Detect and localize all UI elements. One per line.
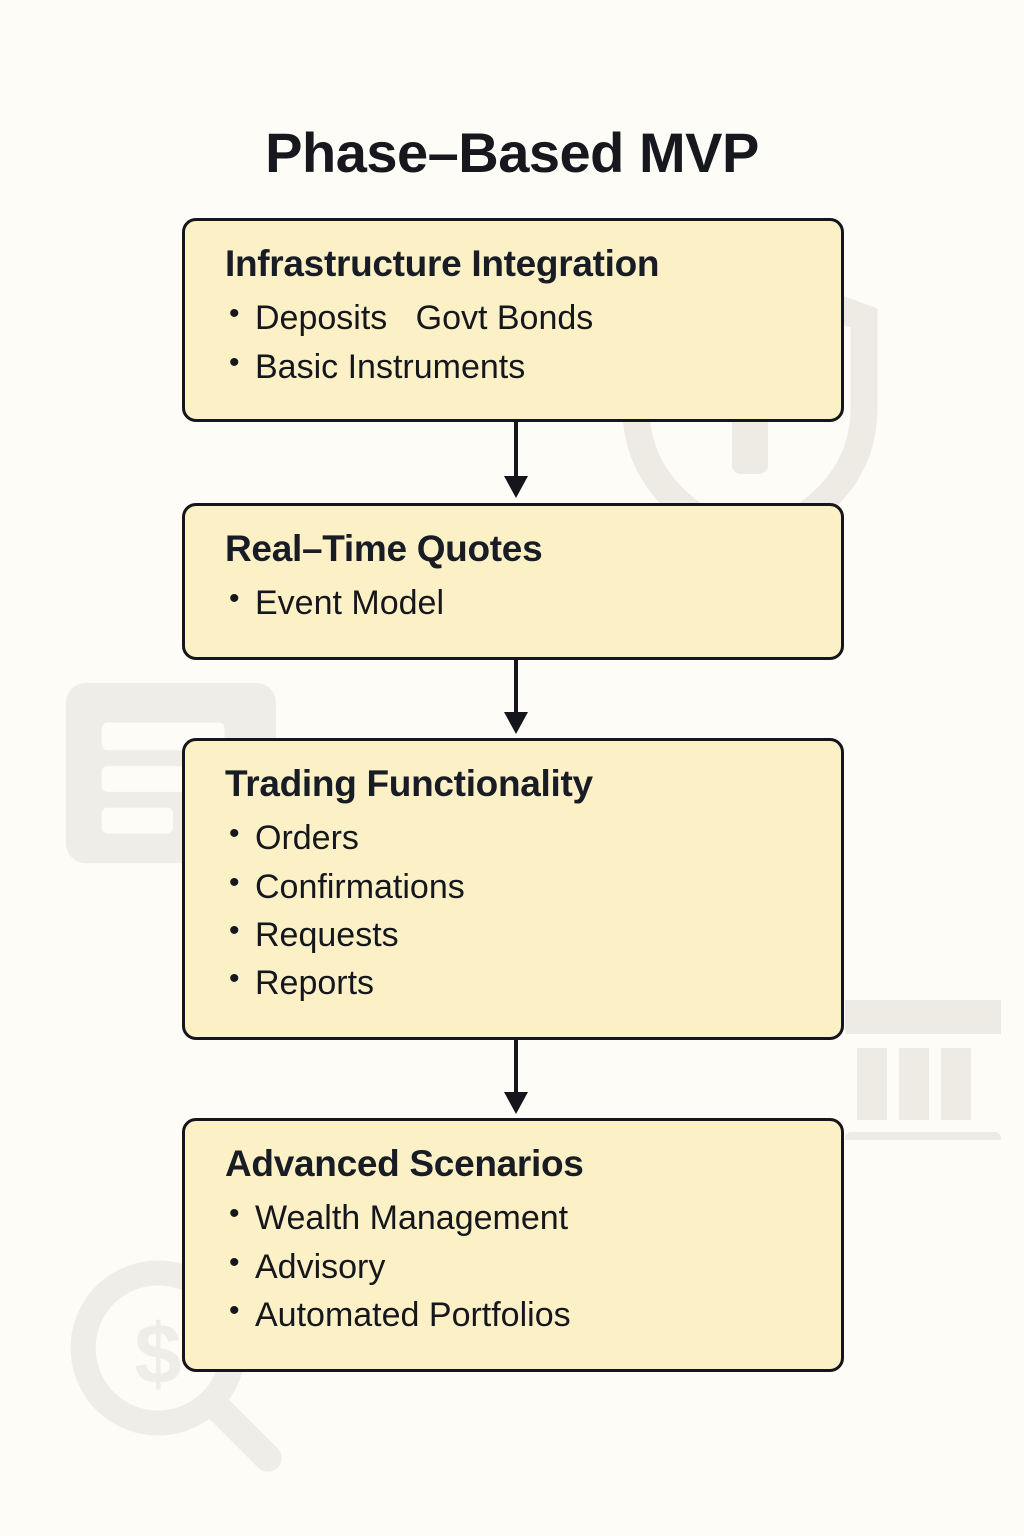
node-list-item: Automated Portfolios — [225, 1290, 801, 1339]
node-item-list: Wealth Management Advisory Automated Por… — [225, 1193, 801, 1339]
node-list-item: Advisory — [225, 1242, 801, 1291]
node-real-time-quotes[interactable]: Real–Time Quotes Event Model — [182, 503, 844, 660]
arrow-connector — [501, 660, 531, 738]
node-list-item: Wealth Management — [225, 1193, 801, 1242]
node-title: Real–Time Quotes — [225, 528, 543, 569]
node-list-item: Orders — [225, 813, 801, 862]
node-title: Trading Functionality — [225, 763, 593, 804]
node-list-item: Reports — [225, 958, 801, 1007]
node-title: Advanced Scenarios — [225, 1143, 584, 1184]
arrow-connector — [501, 422, 531, 503]
node-item-list: Deposits Govt Bonds Basic Instruments — [225, 293, 801, 391]
node-list-item: Basic Instruments — [225, 342, 801, 391]
node-list-item: Requests — [225, 910, 801, 959]
node-infrastructure-integration[interactable]: Infrastructure Integration Deposits Govt… — [182, 218, 844, 422]
arrow-connector — [501, 1040, 531, 1118]
node-list-item: Event Model — [225, 578, 801, 627]
node-item-list: Orders Confirmations Requests Reports — [225, 813, 801, 1007]
node-advanced-scenarios[interactable]: Advanced Scenarios Wealth Management Adv… — [182, 1118, 844, 1372]
node-title: Infrastructure Integration — [225, 243, 660, 284]
page-title: Phase–Based MVP — [265, 120, 759, 184]
node-list-item: Deposits Govt Bonds — [225, 293, 801, 342]
node-item-list: Event Model — [225, 578, 801, 627]
node-list-item: Confirmations — [225, 862, 801, 911]
node-trading-functionality[interactable]: Trading Functionality Orders Confirmatio… — [182, 738, 844, 1040]
